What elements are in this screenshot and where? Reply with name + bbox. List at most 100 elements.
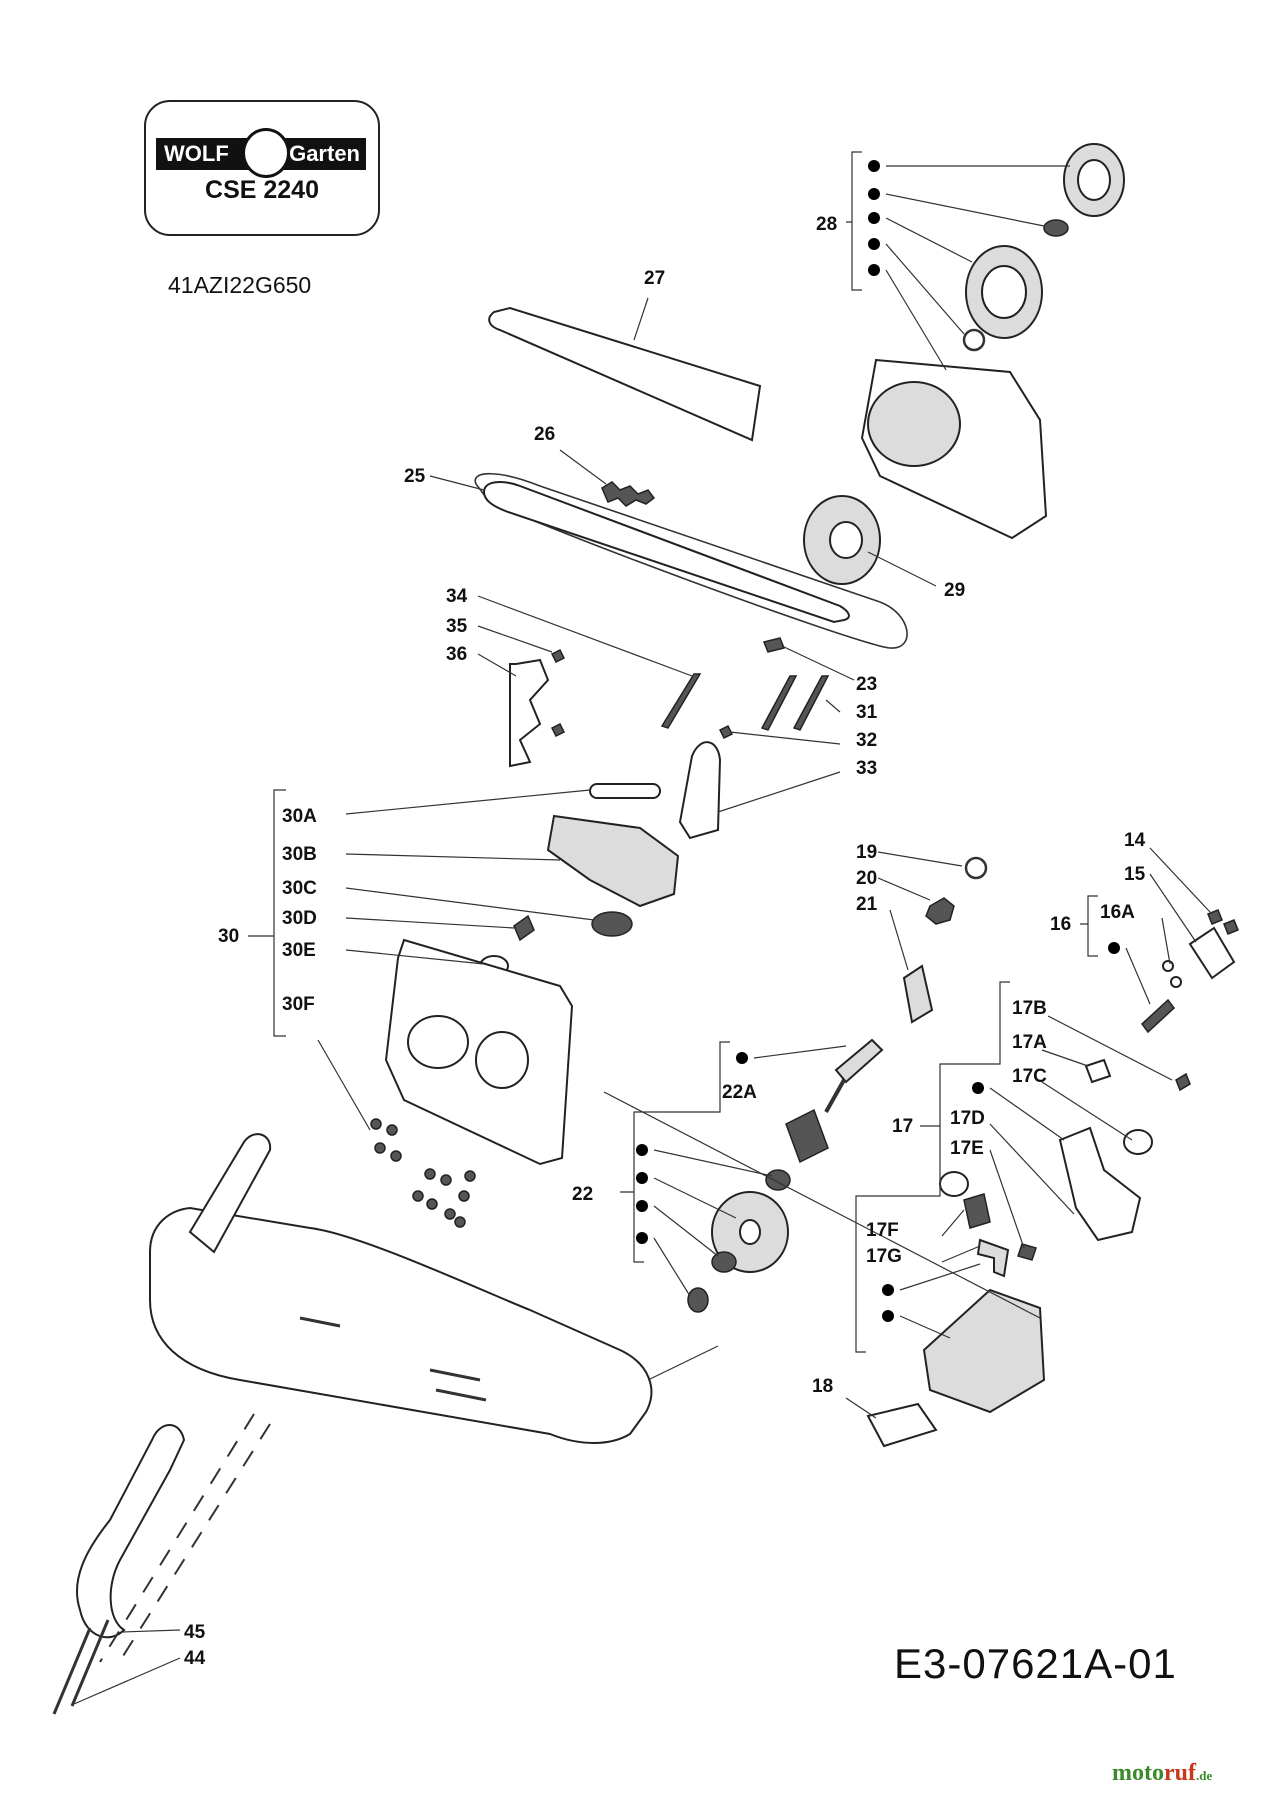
- brand-name-right: Garten: [289, 141, 360, 166]
- part-20-shape: [925, 897, 955, 925]
- part-17E-shape: [1017, 1243, 1037, 1261]
- brand-logo-box: WOLF Garten CSE 2240: [144, 100, 380, 236]
- label-22A: 22A: [722, 1082, 757, 1103]
- part-44-shape: [52, 1619, 110, 1715]
- brand-bar: WOLF Garten: [156, 128, 366, 178]
- part-34-shape: [660, 673, 702, 729]
- label-28: 28: [816, 214, 837, 235]
- site-watermark: motoruf.de: [1112, 1760, 1212, 1787]
- part-28-clip: [962, 328, 986, 352]
- part-frame-shape: [922, 1288, 1046, 1414]
- label-17D: 17D: [950, 1108, 985, 1129]
- part-17D-shape: [939, 1171, 969, 1197]
- site-tld: .de: [1195, 1768, 1213, 1783]
- label-17E: 17E: [950, 1138, 984, 1159]
- label-29: 29: [944, 580, 965, 601]
- part-17-shape: [1058, 1126, 1142, 1242]
- leader-lines: [73, 297, 1211, 1705]
- diagram-reference-code: E3-07621A-01: [894, 1640, 1177, 1687]
- label-30: 30: [218, 926, 239, 947]
- label-20: 20: [856, 868, 877, 889]
- group-17-bracket: [855, 981, 1010, 1353]
- part-32-shape: [718, 724, 734, 740]
- label-44: 44: [184, 1648, 206, 1669]
- handle-assembly-guide: [99, 1413, 271, 1665]
- label-22: 22: [572, 1184, 593, 1205]
- label-17: 17: [892, 1116, 913, 1137]
- part-17A-shape: [1084, 1058, 1112, 1084]
- label-17C: 17C: [1012, 1066, 1047, 1087]
- part-25-chain-loop: [474, 472, 908, 649]
- group-28-bracket: [846, 151, 862, 291]
- part-30D-shape: [513, 914, 535, 942]
- label-34: 34: [446, 586, 468, 607]
- part-26-shape: [601, 481, 656, 507]
- label-30A: 30A: [282, 806, 317, 827]
- label-30C: 30C: [282, 878, 317, 899]
- part-16A-shape: [1162, 960, 1174, 972]
- part-14-shape: [1207, 909, 1223, 925]
- wolf-head-icon: [242, 128, 290, 178]
- label-33: 33: [856, 758, 877, 779]
- site-name-part-1: moto: [1112, 1760, 1164, 1786]
- group-16-bracket: [1080, 895, 1098, 957]
- part-31-shape: [760, 675, 798, 731]
- part-30A-shape: [589, 783, 661, 799]
- group-17-bullets: [882, 1082, 984, 1322]
- label-16: 16: [1050, 914, 1071, 935]
- label-26: 26: [534, 424, 555, 445]
- part-33-shape: [678, 741, 722, 840]
- part-shaft-shape: [834, 1038, 884, 1084]
- label-30E: 30E: [282, 940, 316, 961]
- part-19-shape: [964, 856, 988, 880]
- part-16-shape: [1140, 998, 1176, 1034]
- label-21: 21: [856, 894, 878, 915]
- group-22-bullets: [636, 1052, 748, 1244]
- part-22A-shape: [785, 1108, 829, 1164]
- label-19: 19: [856, 842, 877, 863]
- part-28-ring: [1043, 219, 1069, 237]
- label-32: 32: [856, 730, 877, 751]
- label-45: 45: [184, 1622, 206, 1643]
- part-17F-shape: [963, 1193, 991, 1229]
- part-15-shape: [1188, 926, 1236, 980]
- brand-name-left: WOLF: [164, 141, 229, 166]
- part-30C-shape: [591, 911, 633, 937]
- serial-number: 41AZI22G650: [168, 272, 312, 298]
- label-36: 36: [446, 644, 467, 665]
- label-15: 15: [1124, 864, 1146, 885]
- group-16-bullet: [1108, 942, 1120, 954]
- part-17B-shape: [1175, 1072, 1191, 1092]
- part-30F-shape: [370, 1118, 476, 1228]
- part-23-shape: [762, 637, 786, 653]
- label-30D: 30D: [282, 908, 317, 929]
- chainsaw-body-shape: [149, 1206, 653, 1444]
- label-35: 35: [446, 616, 468, 637]
- label-17A: 17A: [1012, 1032, 1047, 1053]
- rear-handle-shape: [188, 1133, 272, 1254]
- label-30B: 30B: [282, 844, 317, 865]
- model-name: CSE 2240: [205, 176, 319, 204]
- group-30-bracket: [248, 789, 286, 1037]
- part-17G-shape: [976, 1238, 1010, 1278]
- part-27-shape: [488, 306, 762, 442]
- group-22-bracket: [620, 1041, 730, 1263]
- label-31: 31: [856, 702, 878, 723]
- group-28-bullets: [868, 160, 880, 276]
- site-name-part-2: ruf: [1163, 1760, 1196, 1786]
- part-25-shape: [482, 481, 850, 624]
- label-23: 23: [856, 674, 877, 695]
- label-18: 18: [812, 1376, 833, 1397]
- part-45-shape: [76, 1424, 186, 1639]
- label-17G: 17G: [866, 1246, 902, 1267]
- label-27: 27: [644, 268, 665, 289]
- part-30B-shape: [546, 814, 680, 908]
- part-21-shape: [902, 964, 934, 1024]
- part-17C-shape: [1123, 1129, 1153, 1155]
- label-14: 14: [1124, 830, 1146, 851]
- part-36-shape: [509, 658, 550, 768]
- label-25: 25: [404, 466, 426, 487]
- label-30F: 30F: [282, 994, 315, 1015]
- part-18-shape: [866, 1402, 938, 1448]
